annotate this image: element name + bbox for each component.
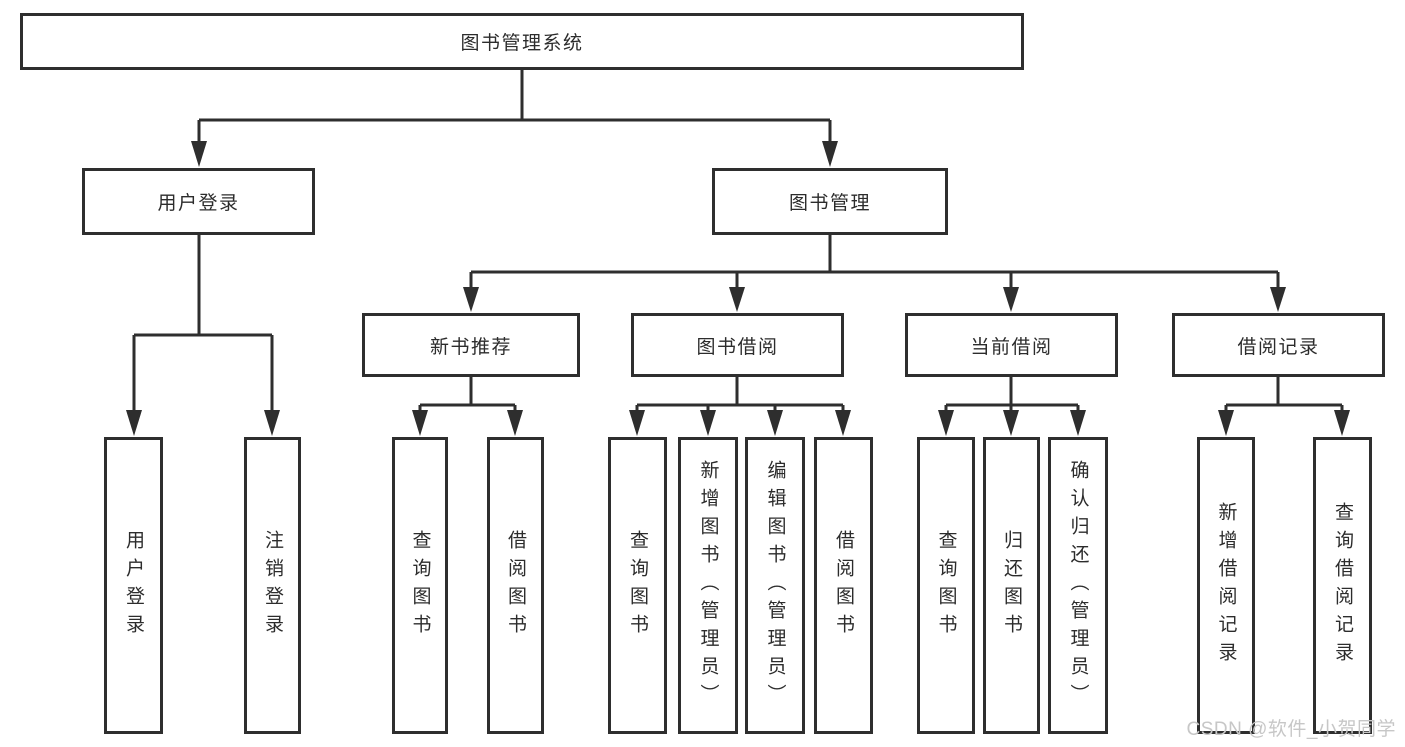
- node-user-login-label: 用户登录: [157, 193, 240, 214]
- node-root: 图书管理系统: [20, 13, 1024, 70]
- node-new-book-recommend: 新书推荐: [362, 313, 580, 377]
- node-borrow-records-label: 借阅记录: [1237, 336, 1320, 358]
- node-book-management-label: 图书管理: [788, 193, 871, 214]
- leaf-records-add-record: 新增借阅记录: [1197, 437, 1255, 734]
- leaf-borrow-add-books-admin: 新增图书（管理员）: [678, 437, 738, 734]
- leaf-user-login: 用户登录: [104, 437, 163, 734]
- leaf-current-confirm-return-admin: 确认归还（管理员）: [1048, 437, 1108, 734]
- node-book-borrow: 图书借阅: [631, 313, 844, 377]
- leaf-current-return-books: 归还图书: [983, 437, 1040, 734]
- leaf-records-query-record: 查询借阅记录: [1313, 437, 1372, 734]
- leaf-borrow-borrow-books: 借阅图书: [814, 437, 873, 734]
- node-borrow-records: 借阅记录: [1172, 313, 1385, 377]
- csdn-watermark: CSDN @软件_小贺同学: [1186, 719, 1396, 740]
- leaf-newbook-borrow-books: 借阅图书: [487, 437, 544, 734]
- leaf-borrow-query-books: 查询图书: [608, 437, 667, 734]
- arrowhead-icons: [126, 141, 1350, 436]
- leaf-current-query-books: 查询图书: [917, 437, 975, 734]
- node-user-login: 用户登录: [82, 168, 315, 235]
- node-book-borrow-label: 图书借阅: [696, 336, 779, 358]
- node-book-management: 图书管理: [712, 168, 948, 235]
- leaf-newbook-query-books: 查询图书: [392, 437, 448, 734]
- node-current-borrow: 当前借阅: [905, 313, 1118, 377]
- leaf-borrow-edit-books-admin: 编辑图书（管理员）: [745, 437, 805, 734]
- node-current-borrow-label: 当前借阅: [970, 336, 1053, 358]
- node-root-label: 图书管理系统: [460, 33, 584, 54]
- node-new-book-recommend-label: 新书推荐: [429, 336, 512, 358]
- leaf-logout: 注销登录: [244, 437, 301, 734]
